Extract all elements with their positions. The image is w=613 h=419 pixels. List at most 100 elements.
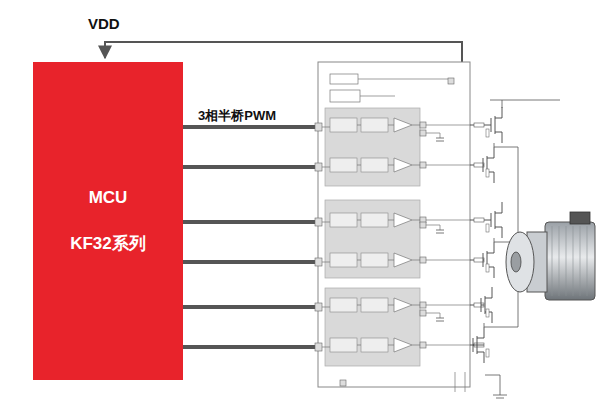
gate-driver (394, 338, 412, 352)
cooling-fin (587, 226, 588, 296)
signal-name: VDD (86, 15, 122, 32)
capacitor-symbol (436, 318, 444, 321)
resistor-symbol (486, 309, 489, 317)
half-bridge-driver (322, 200, 528, 278)
driver-block (325, 200, 420, 278)
driver-ic (318, 62, 470, 387)
half-bridge-driver (322, 107, 528, 236)
phase-wire (484, 288, 528, 327)
ldo-block (330, 74, 358, 84)
mosfet-symbol (470, 202, 502, 238)
pin (420, 257, 426, 263)
bootstrap-wire (426, 133, 440, 138)
level-shift (330, 118, 357, 132)
resistor-symbol (474, 258, 484, 262)
pin (420, 130, 426, 136)
level-shift (330, 338, 357, 352)
ground-symbol (485, 375, 507, 398)
resistor-symbol (486, 264, 489, 272)
pin (420, 342, 426, 348)
mosfet-symbol (470, 107, 502, 143)
logic-block (361, 338, 388, 352)
mosfet-symbol (470, 287, 492, 323)
gate-driver (394, 213, 412, 227)
pwm-line (183, 165, 318, 169)
level-shift (330, 253, 357, 267)
motor-shaft (511, 252, 521, 272)
resistor-symbol (486, 224, 489, 232)
pin (315, 343, 322, 351)
signal-wire (322, 125, 470, 127)
pin (420, 310, 426, 316)
signal-wire (322, 260, 470, 262)
node-text: MCU (89, 188, 128, 208)
half-bridge-driver (322, 287, 528, 366)
mosfet-symbol (470, 327, 484, 363)
pin (420, 222, 426, 228)
bootstrap-wire (426, 225, 440, 230)
pin (420, 122, 426, 128)
pwm-line (183, 220, 318, 224)
pin (315, 123, 322, 131)
signal-wire (322, 305, 470, 307)
logic-block (361, 298, 388, 312)
signal-wire (322, 345, 470, 347)
driver-block (325, 288, 420, 366)
pwm-line (183, 260, 318, 264)
resistor-symbol (474, 218, 484, 222)
ldo-wire (358, 79, 452, 96)
ground-wire (455, 372, 465, 392)
servo-motor (506, 212, 595, 300)
bootstrap-wire (426, 313, 440, 318)
logic-block (361, 118, 388, 132)
gate-driver (394, 118, 412, 132)
gate-driver (394, 298, 412, 312)
pin (315, 218, 322, 226)
mosfet-symbol (470, 147, 494, 183)
mosfet-symbol (470, 242, 494, 278)
supply-rail (490, 100, 560, 108)
capacitor-symbol (436, 138, 444, 141)
level-shift (330, 158, 357, 172)
level-shift (330, 213, 357, 227)
driver-block (325, 108, 420, 186)
pin (315, 303, 322, 311)
mcu-block: MCU KF32系列 (33, 62, 183, 380)
cooling-fin (559, 226, 560, 296)
node-text: KF32系列 (70, 232, 146, 255)
logic-block (361, 158, 388, 172)
signal-wire (322, 165, 470, 167)
level-shift (330, 298, 357, 312)
logic-block (361, 213, 388, 227)
logic-block (361, 253, 388, 267)
gate-driver (394, 158, 412, 172)
connector-box (570, 212, 590, 224)
pwm-line (183, 125, 318, 129)
vref-block (330, 90, 360, 102)
resistor-symbol (486, 349, 489, 357)
gate-driver (394, 253, 412, 267)
pin (315, 163, 322, 171)
resistor-symbol (486, 129, 489, 137)
resistor-symbol (474, 123, 484, 127)
cooling-fin (580, 226, 581, 296)
pwm-line (183, 345, 318, 349)
pin (340, 380, 346, 386)
bus-label: 3相半桥PWM (196, 107, 278, 125)
motor-face (506, 232, 534, 292)
pin (448, 78, 454, 84)
pin (315, 258, 322, 266)
cooling-fin (573, 226, 574, 296)
pin (420, 302, 426, 308)
resistor-symbol (486, 169, 489, 177)
cooling-fin (552, 226, 553, 296)
cooling-fin (566, 226, 567, 296)
signal-wire (322, 220, 470, 222)
pwm-line (183, 305, 318, 309)
resistor-symbol (474, 163, 484, 167)
capacitor-symbol (436, 230, 444, 233)
motor-body (545, 222, 595, 300)
phase-wire (494, 143, 528, 236)
pin (420, 162, 426, 168)
